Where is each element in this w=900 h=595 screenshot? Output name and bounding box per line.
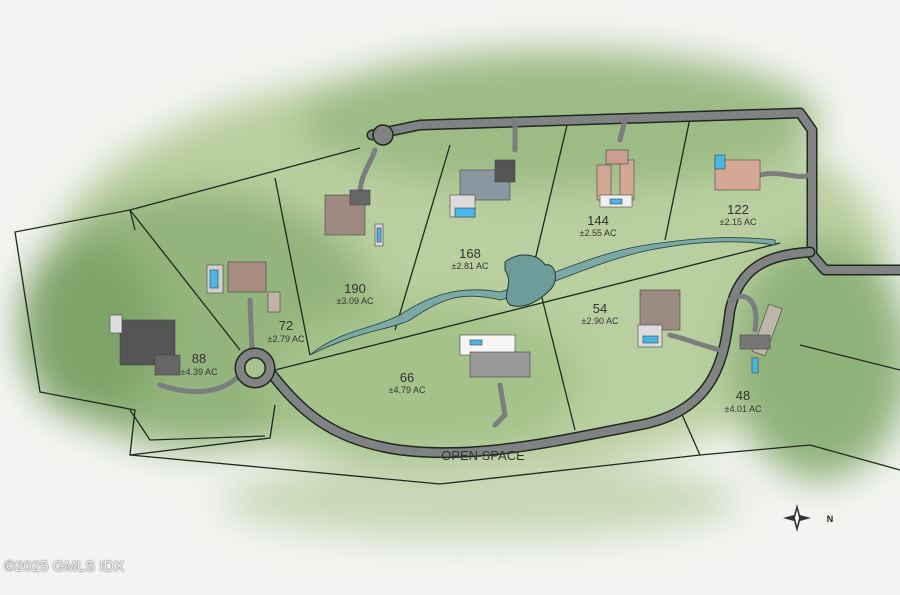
lot-number: 144 <box>587 213 609 228</box>
lot-number: 72 <box>279 318 293 333</box>
house-lot-168 <box>449 159 516 218</box>
lot-acreage: ±2.81 AC <box>452 261 489 271</box>
house-lot-66 <box>459 334 531 378</box>
lot-acreage: ±3.09 AC <box>337 296 374 306</box>
lot-number: 122 <box>727 202 749 217</box>
lot-acreage: ±4.01 AC <box>725 404 762 414</box>
lot-acreage: ±2.79 AC <box>268 334 305 344</box>
lot-number: 66 <box>400 370 414 385</box>
open-space-label: OPEN SPACE <box>441 448 525 463</box>
lot-acreage: ±2.90 AC <box>582 316 619 326</box>
stream-and-pond <box>309 237 776 356</box>
property-boundaries <box>14 117 900 485</box>
lot-number: 48 <box>736 388 750 403</box>
house-lot-54 <box>637 289 681 348</box>
lot-number: 88 <box>192 351 206 366</box>
roads <box>157 107 900 459</box>
lot-acreage: ±2.55 AC <box>580 228 617 238</box>
compass-rose-icon: N <box>783 504 833 532</box>
lot-number: 168 <box>459 246 481 261</box>
houses <box>109 149 783 378</box>
lot-acreage: ±4.79 AC <box>389 385 426 395</box>
house-lot-122 <box>714 154 761 191</box>
house-lot-144 <box>596 149 635 208</box>
lot-number: 54 <box>593 301 607 316</box>
house-lot-72 <box>206 261 281 313</box>
house-lot-48 <box>739 303 783 374</box>
lot-acreage: ±2.15 AC <box>720 217 757 227</box>
watermark: ©2025 GMLS IDX <box>4 558 125 575</box>
house-lot-88 <box>109 314 181 376</box>
lot-number: 190 <box>344 281 366 296</box>
house-lot-190 <box>324 189 384 247</box>
lot-labels: 190±3.09 AC 168±2.81 AC 144±2.55 AC 122±… <box>181 202 762 463</box>
lot-acreage: ±4.39 AC <box>181 367 218 377</box>
compass-north-label: N <box>827 514 834 524</box>
